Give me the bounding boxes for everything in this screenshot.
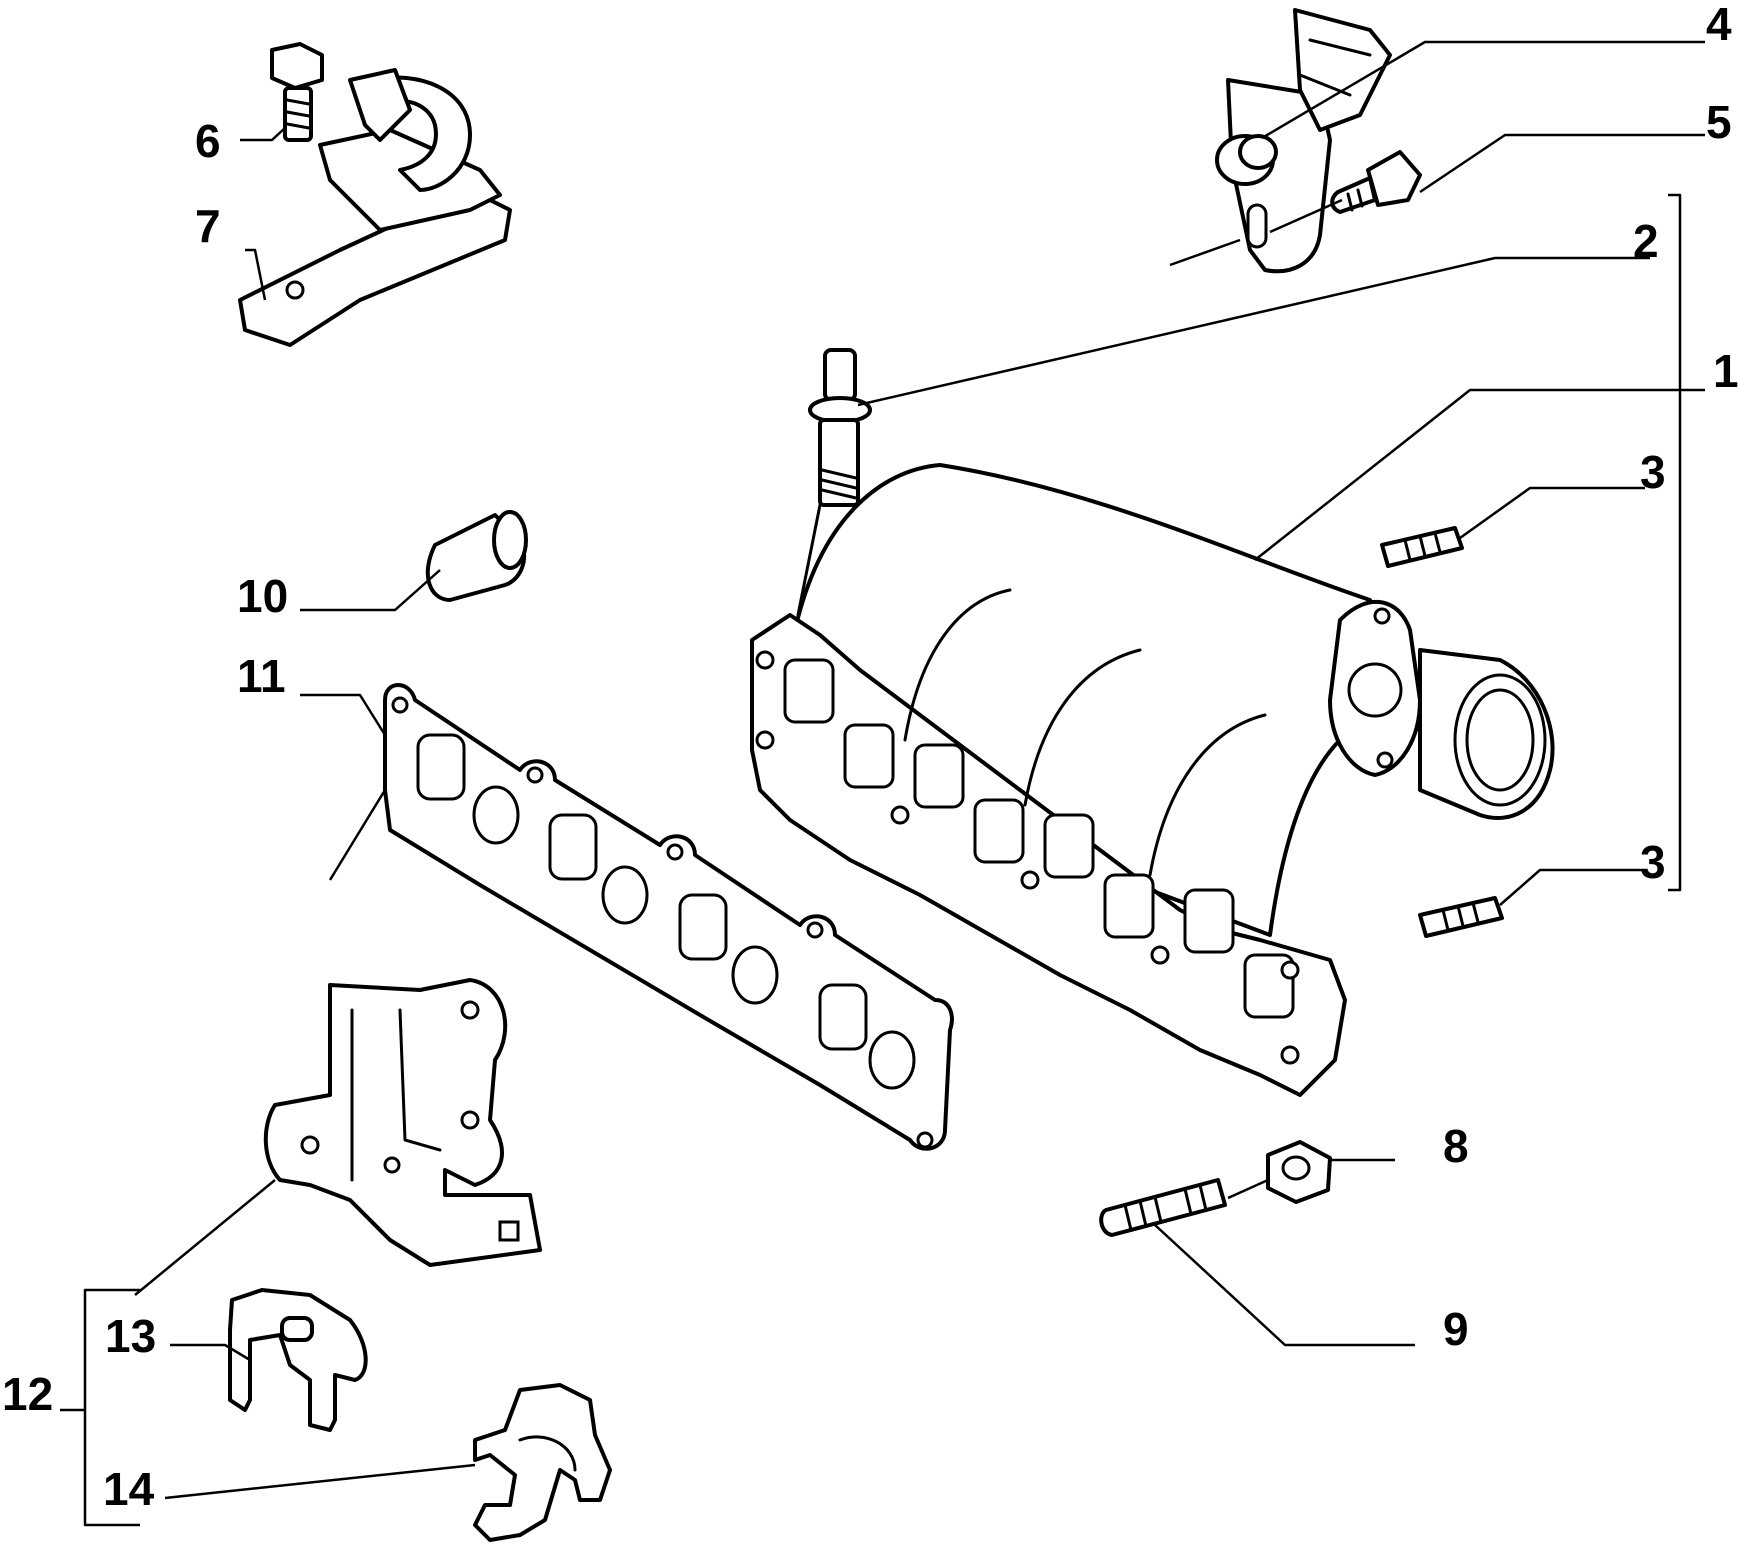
leader-lines xyxy=(60,40,1705,1527)
callout-labels: 1 2 3 3 4 5 6 7 8 9 10 11 12 13 14 xyxy=(2,0,1739,1515)
callout-1: 1 xyxy=(1713,345,1739,397)
support-bracket-part xyxy=(263,978,542,1267)
manifold-gasket-part xyxy=(383,683,954,1151)
hose-clip-small-part xyxy=(228,1288,368,1432)
callout-9: 9 xyxy=(1443,1303,1469,1355)
hex-nut-part xyxy=(1266,1140,1332,1204)
callout-10: 10 xyxy=(237,570,288,622)
callout-4: 4 xyxy=(1706,0,1732,50)
callout-5: 5 xyxy=(1706,96,1732,148)
callout-11: 11 xyxy=(237,650,286,702)
callout-3-upper: 3 xyxy=(1640,446,1666,498)
hex-bolt-part xyxy=(270,42,324,142)
stud-upper-part xyxy=(1380,526,1464,568)
callout-12: 12 xyxy=(2,1368,53,1420)
callout-14: 14 xyxy=(103,1463,155,1515)
sensor-part xyxy=(1215,8,1392,274)
callout-7: 7 xyxy=(195,200,221,252)
clip-bracket-part xyxy=(238,68,512,347)
threaded-stud-part xyxy=(1099,1178,1227,1237)
plug-cap-part xyxy=(425,510,528,602)
shouldered-stud-part xyxy=(796,348,872,617)
callout-8: 8 xyxy=(1443,1120,1469,1172)
callout-3-lower: 3 xyxy=(1640,836,1666,888)
callout-6: 6 xyxy=(195,115,221,167)
callout-2: 2 xyxy=(1633,215,1659,267)
flange-bolt-part xyxy=(1330,150,1422,214)
callout-13: 13 xyxy=(105,1310,156,1362)
hose-clip-large-part xyxy=(473,1383,612,1542)
intake-manifold-part xyxy=(750,463,1555,1097)
stud-lower-part xyxy=(1418,896,1504,938)
